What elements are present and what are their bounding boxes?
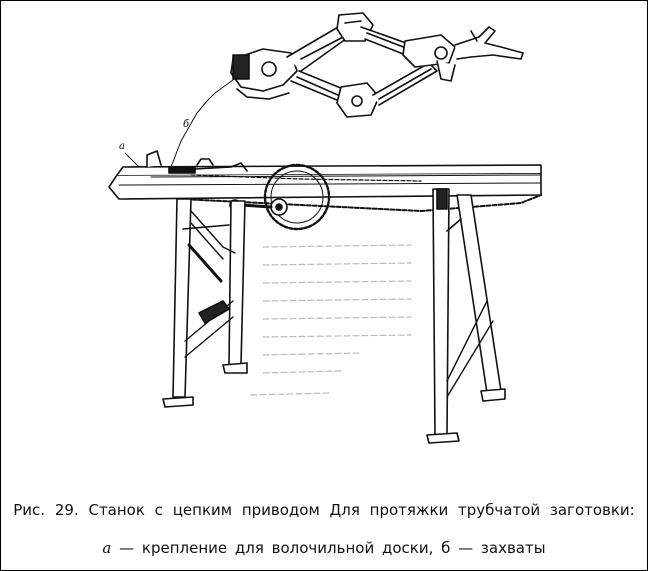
bench-beam xyxy=(108,150,542,200)
legend-text: — крепление для волочильной доски, б — з… xyxy=(111,539,546,557)
bleed-through-marks xyxy=(250,244,412,396)
label-a: а xyxy=(119,141,125,152)
machine-illustration: а б xyxy=(108,12,542,444)
legend-letter-a: а xyxy=(102,539,112,557)
left-leg xyxy=(162,198,248,408)
chain xyxy=(180,174,542,212)
gripper-detail xyxy=(230,12,524,118)
figure-caption: Рис. 29. Станок с цепким приводом Для пр… xyxy=(13,501,635,519)
right-leg xyxy=(426,188,506,444)
figure-legend: а — крепление для волочильной доски, б —… xyxy=(1,539,647,557)
label-b: б xyxy=(183,119,190,130)
